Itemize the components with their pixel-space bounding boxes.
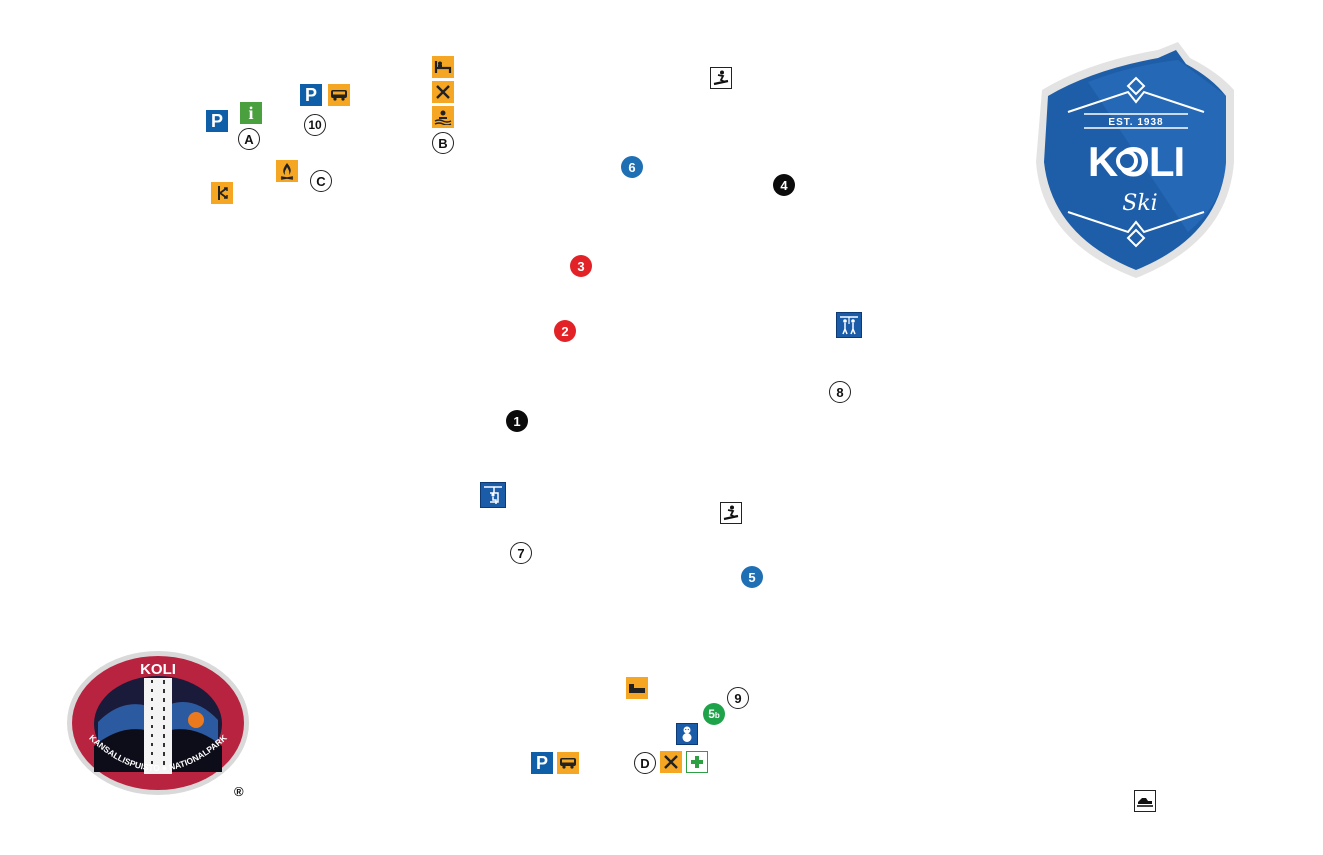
marker-10[interactable]: 10	[304, 114, 326, 136]
spa-icon[interactable]	[432, 106, 454, 128]
slope-1[interactable]: 1	[506, 410, 528, 432]
koli-ski-logo: EST. 1938 KOLI Ski	[1036, 42, 1234, 278]
slope-6[interactable]: 6	[621, 156, 643, 178]
ski-rental-icon[interactable]	[626, 677, 648, 699]
marker-8[interactable]: 8	[829, 381, 851, 403]
koli-ski-est: EST. 1938	[1108, 117, 1163, 128]
lodging-icon[interactable]	[432, 56, 454, 78]
snowboard-park-icon[interactable]	[710, 67, 732, 89]
chairlift-icon[interactable]	[480, 482, 506, 508]
trail-junction-icon[interactable]	[211, 182, 233, 204]
slope-5b-number: 5	[708, 707, 715, 721]
marker-9[interactable]: 9	[727, 687, 749, 709]
koli-park-name: KOLI	[140, 661, 176, 678]
slope-4[interactable]: 4	[773, 174, 795, 196]
info-icon[interactable]: i	[240, 102, 262, 124]
restaurant-icon[interactable]	[432, 81, 454, 103]
marker-d[interactable]: D	[634, 752, 656, 774]
koli-national-park-logo: KOLI KANSALLISPUISTO ● NATIONALPARK	[67, 651, 249, 795]
slope-5[interactable]: 5	[741, 566, 763, 588]
marker-b[interactable]: B	[432, 132, 454, 154]
koli-ski-script: Ski	[1122, 191, 1157, 216]
marker-7[interactable]: 7	[510, 542, 532, 564]
t-bar-lift-icon[interactable]	[836, 312, 862, 338]
slope-2[interactable]: 2	[554, 320, 576, 342]
bus-icon[interactable]	[328, 84, 350, 106]
parking-icon[interactable]: P	[206, 110, 228, 132]
campfire-icon[interactable]	[276, 160, 298, 182]
snowboard-park-icon[interactable]	[720, 502, 742, 524]
parking-icon[interactable]: P	[300, 84, 322, 106]
snowmobile-icon[interactable]	[1134, 790, 1156, 812]
registered-mark: ®	[234, 784, 244, 799]
slope-5b-suffix: b	[714, 711, 720, 720]
parking-icon[interactable]: P	[531, 752, 553, 774]
slope-3[interactable]: 3	[570, 255, 592, 277]
marker-a[interactable]: A	[238, 128, 260, 150]
bus-icon[interactable]	[557, 752, 579, 774]
kids-area-icon[interactable]	[676, 723, 698, 745]
marker-c[interactable]: C	[310, 170, 332, 192]
first-aid-icon[interactable]	[686, 751, 708, 773]
restaurant-icon[interactable]	[660, 751, 682, 773]
